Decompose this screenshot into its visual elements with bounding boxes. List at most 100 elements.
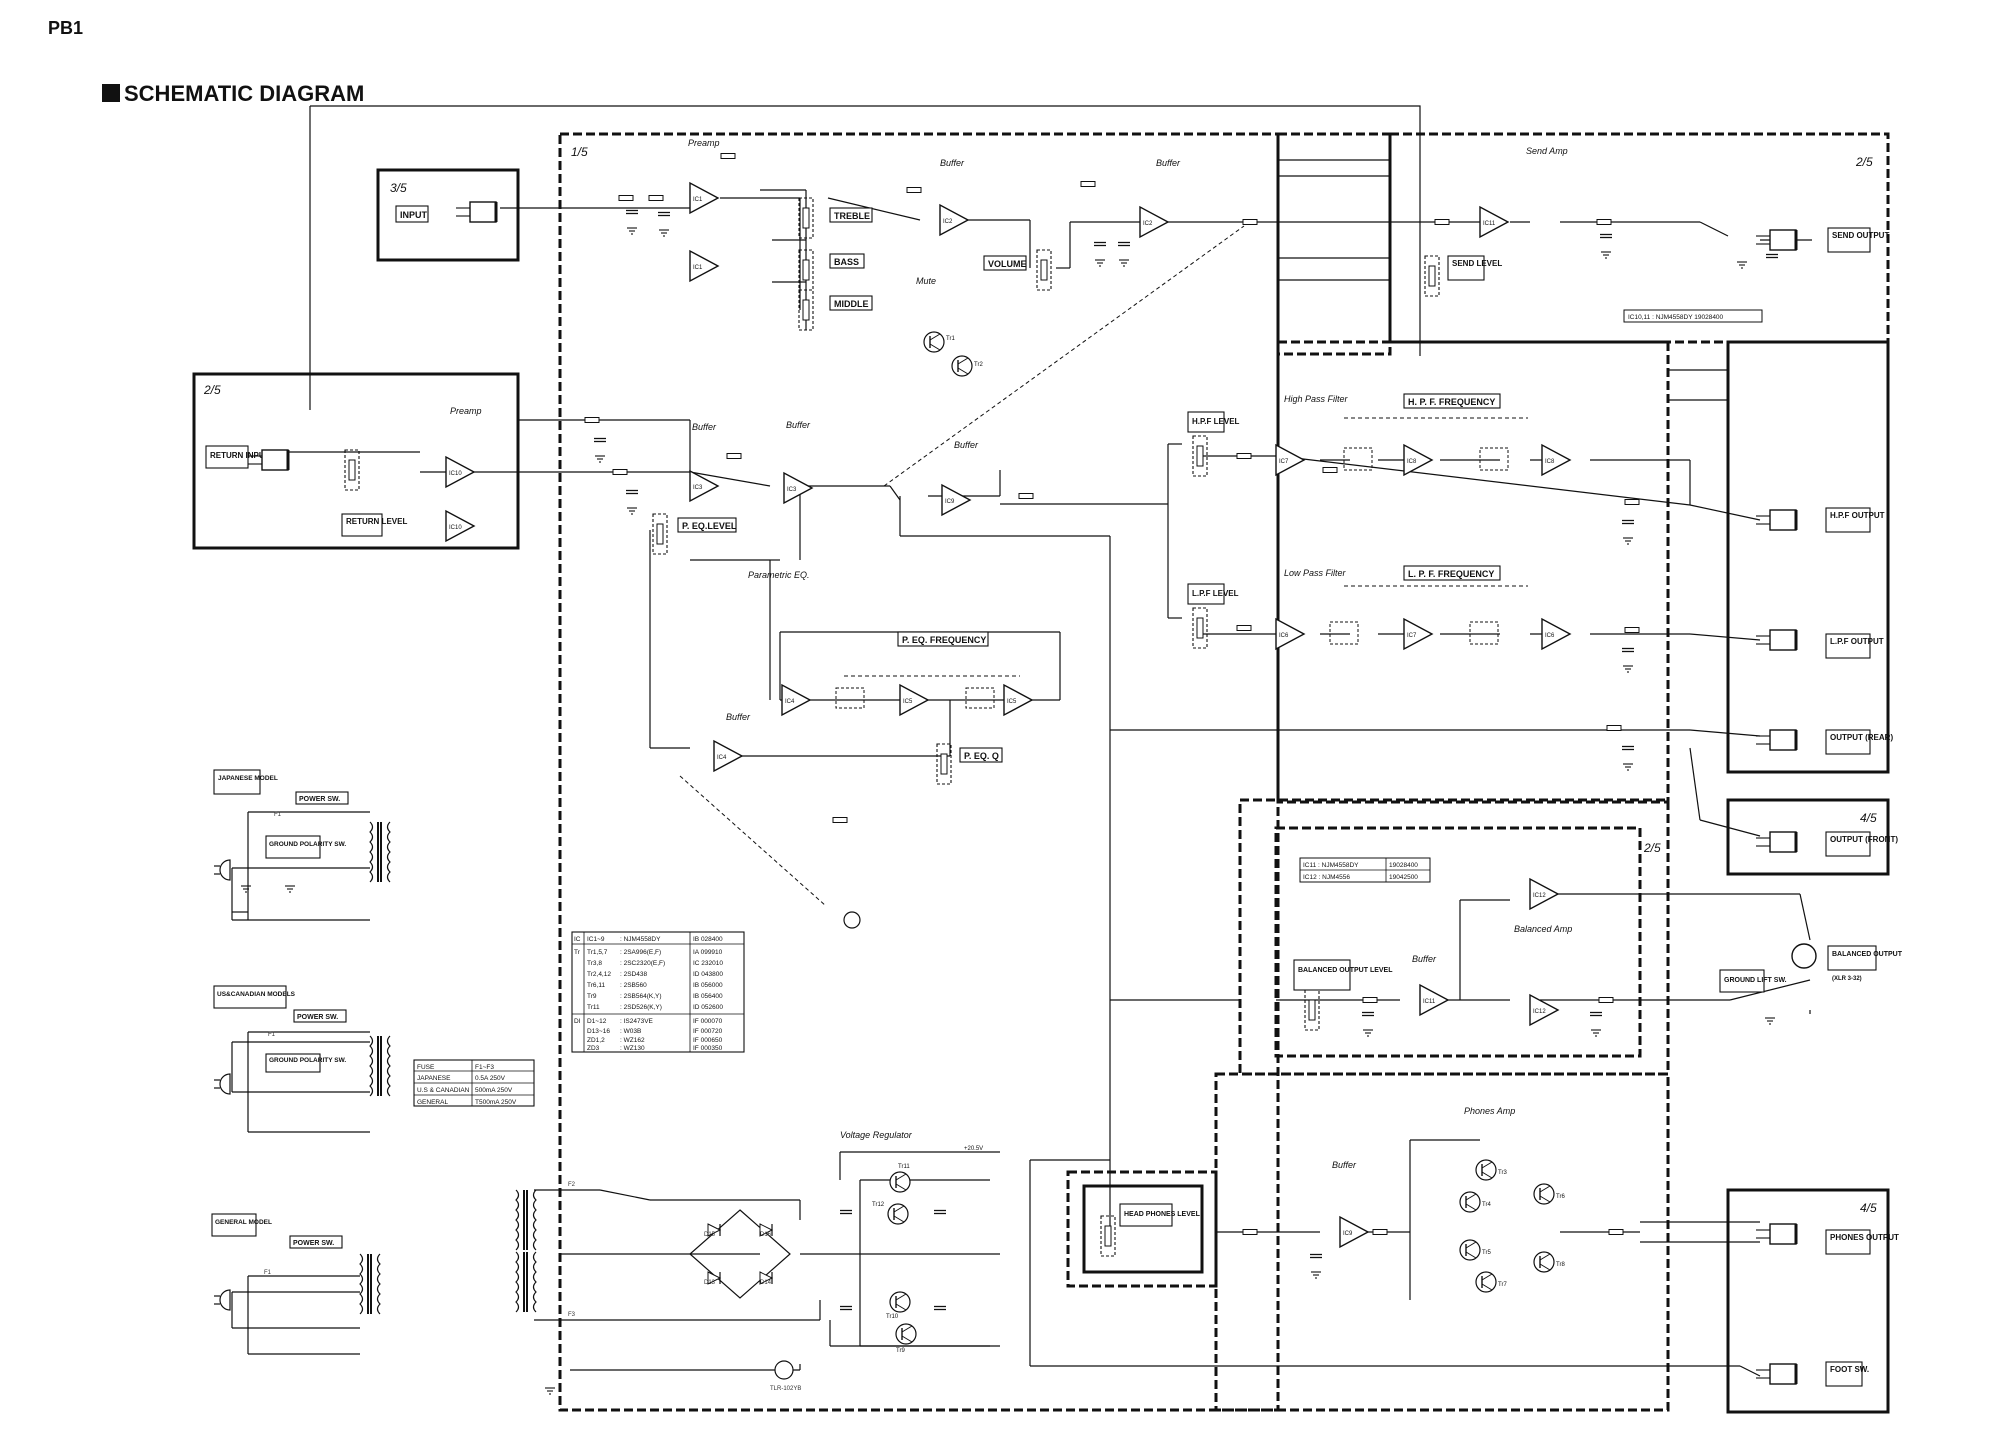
balanced-ic-table: IC11 : NJM4558DY 19028400 IC12 : NJM4556… <box>1299 857 1431 883</box>
schematic-text: 500mA 250V <box>475 1087 513 1094</box>
schematic-text: T500mA 250V <box>475 1099 517 1106</box>
send-ic-note-box <box>1623 309 1763 323</box>
schematic-text: ZD1,2 <box>587 1037 605 1044</box>
schematic-text: Tr6,11 <box>587 982 605 989</box>
schematic-text: : 2SD438 <box>620 971 647 978</box>
schematic-text: FUSE <box>417 1064 435 1071</box>
fraction-output-front: 4/5 <box>1860 811 1877 825</box>
schematic-text: Tr1,5,7 <box>587 949 608 956</box>
component-scatter <box>240 153 1779 1395</box>
balanced-board-outline <box>1238 798 1670 1076</box>
ic-label: IC3 <box>693 485 703 491</box>
ic-label-group: IC1 IC1 IC2 IC2 IC10 IC10 IC3 IC3 IC9 IC… <box>449 197 1555 1237</box>
hpf-frequency-label: H. P. F. FREQUENCY <box>1408 397 1495 407</box>
fuse-f2-label: F2 <box>568 1182 576 1188</box>
input-board-outline <box>376 168 520 262</box>
reg-tr12-label: Tr12 <box>872 1202 885 1208</box>
send-output-label: SEND OUTPUT <box>1832 231 1889 240</box>
treble-label: TREBLE <box>834 211 870 221</box>
block-buffer-7: Buffer <box>1412 954 1437 964</box>
schematic-text: Tr2,4,12 <box>587 971 611 978</box>
ic-label: IC1 <box>693 197 703 203</box>
ic-label: IC6 <box>1545 633 1555 639</box>
lpf-level-label: L.P.F LEVEL <box>1192 589 1239 598</box>
balanced-inner-outline <box>1274 826 1642 1058</box>
block-balanced-amp: Balanced Amp <box>1514 924 1572 934</box>
ic-label: IC5 <box>903 699 913 705</box>
jack-group <box>246 200 1817 1386</box>
ic-label: IC10 <box>449 471 462 477</box>
bass-label: BASS <box>834 257 859 267</box>
ic-label: IC7 <box>1407 633 1417 639</box>
reg-tr10-label: Tr10 <box>886 1314 899 1320</box>
schematic-text: : 2SB560 <box>620 982 647 989</box>
schematic-text: : IS2473VE <box>620 1018 654 1025</box>
ph-tr8-label: Tr8 <box>1556 1262 1565 1268</box>
schematic-text: IF 000070 <box>693 1018 723 1025</box>
block-buffer-phones: Buffer <box>1332 1160 1357 1170</box>
schematic-text: 19028400 <box>1389 862 1418 869</box>
schematic-text: : WZ162 <box>620 1037 645 1044</box>
schematic-text: D13~16 <box>587 1028 610 1035</box>
ic-label: IC4 <box>717 755 727 761</box>
block-low-pass-filter: Low Pass Filter <box>1284 568 1347 578</box>
schematic-text: JAPANESE <box>417 1075 451 1082</box>
power-model-general: GENERAL MODEL POWER SW. F1 <box>211 1213 381 1355</box>
power-model-us-canadian: US&CANADIAN MODELS POWER SW. GROUND POLA… <box>213 985 391 1133</box>
peq-level-label: P. EQ.LEVEL <box>682 521 737 531</box>
schematic-text: ID 043800 <box>693 971 723 978</box>
schematic-text: POWER SW. <box>299 796 340 803</box>
balanced-level-label: BALANCED OUTPUT LEVEL <box>1298 967 1393 974</box>
balanced-output-label: BALANCED OUTPUT <box>1832 951 1903 958</box>
schematic-text: Tr3,8 <box>587 960 602 967</box>
diode-d15-label: D15 <box>704 1232 716 1238</box>
fraction-input: 3/5 <box>390 181 407 195</box>
schematic-text: : 2SD526(K,Y) <box>620 1004 662 1011</box>
schematic-text: : NJM4558DY <box>620 936 661 943</box>
schematic-text: IC <box>574 936 581 943</box>
schematic-text: IC12 : NJM4556 <box>1303 874 1350 881</box>
ic-label: IC11 <box>1423 999 1436 1005</box>
filter-board-outline <box>1276 340 1670 804</box>
mute-tr1-label: Tr1 <box>946 336 955 342</box>
schematic-text: IB 056000 <box>693 982 723 989</box>
block-parametric-eq: Parametric EQ. <box>748 570 810 580</box>
send-level-label: SEND LEVEL <box>1452 259 1502 268</box>
peq-led-link <box>679 775 827 907</box>
schematic-text: ZD3 <box>587 1045 600 1052</box>
ic-label: IC8 <box>1545 459 1555 465</box>
ph-tr6-label: Tr6 <box>1556 1194 1565 1200</box>
schematic-text: GROUND POLARITY SW. <box>269 841 346 848</box>
block-buffer-4: Buffer <box>786 420 811 430</box>
ic-label: IC9 <box>945 499 955 505</box>
ph-tr5-label: Tr5 <box>1482 1250 1491 1256</box>
block-preamp-return: Preamp <box>450 406 482 416</box>
schematic-text: POWER SW. <box>297 1014 338 1021</box>
reg-tr11-label: Tr11 <box>898 1164 910 1170</box>
schematic-text: IF 000720 <box>693 1028 723 1035</box>
schematic-text: : W03B <box>620 1028 641 1035</box>
mute-link <box>883 225 1245 487</box>
return-level-label: RETURN LEVEL <box>346 517 407 526</box>
schematic-text: GENERAL MODEL <box>215 1219 272 1226</box>
fuse-f3-label: F3 <box>568 1312 576 1318</box>
lpf-output-label: L.P.F OUTPUT <box>1830 637 1884 646</box>
led-indicator: TLR-102YB <box>770 911 861 1392</box>
junction-board-outline <box>1276 132 1392 356</box>
return-input-label: RETURN INPUT <box>210 451 270 460</box>
schematic-text: IF 000650 <box>693 1037 723 1044</box>
ic-label: IC2 <box>943 219 953 225</box>
fraction-return: 2/5 <box>203 383 221 397</box>
block-buffer-1: Buffer <box>940 158 965 168</box>
schematic-text: IB 056400 <box>693 993 723 1000</box>
output-board-outline <box>1726 340 1890 774</box>
schematic-text: : 2SA996(E,F) <box>620 949 661 956</box>
schematic-text: POWER SW. <box>293 1240 334 1247</box>
parts-table: IC IC1~9 : NJM4558DY IB 028400 Tr Tr1,5,… <box>571 931 745 1053</box>
schematic-text: F1~F3 <box>475 1064 494 1071</box>
schematic-text: IC11 : NJM4558DY <box>1303 862 1359 869</box>
main-transformer: F2 F3 <box>515 1182 576 1318</box>
output-rear-label: OUTPUT (REAR) <box>1830 733 1893 742</box>
ic-label: IC12 <box>1533 893 1546 899</box>
